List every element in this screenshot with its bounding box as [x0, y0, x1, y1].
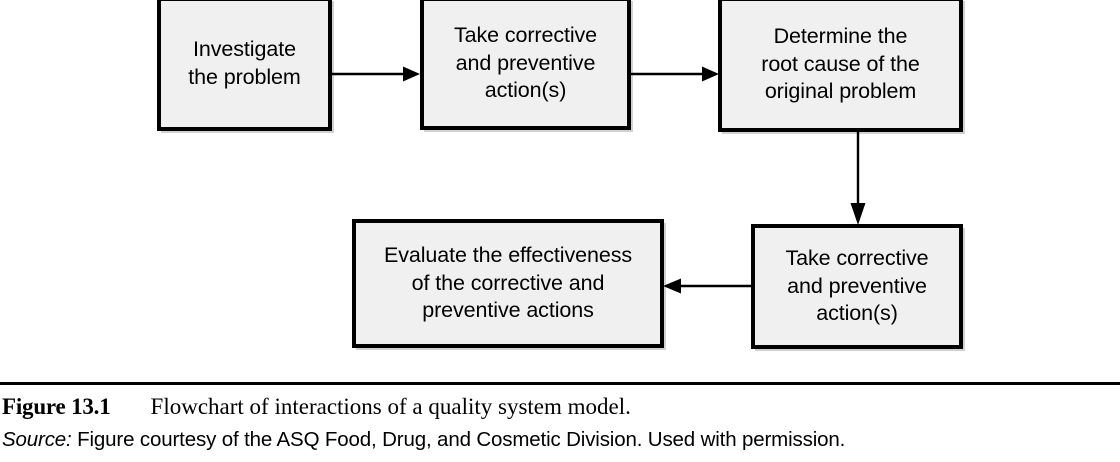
flow-node-investigate: Investigate the problem	[157, 0, 332, 131]
figure-caption: Figure 13.1 Flowchart of interactions of …	[2, 394, 1118, 420]
flow-node-take-corrective-action-2: Take corrective and preventive action(s)	[751, 224, 963, 349]
flow-node-determine-root-cause: Determine the root cause of the original…	[718, 0, 963, 132]
figure-caption-text: Flowchart of interactions of a quality s…	[150, 394, 631, 419]
source-label: Source:	[2, 428, 72, 451]
source-text: Figure courtesy of the ASQ Food, Drug, a…	[71, 428, 846, 451]
figure-number-label: Figure 13.1	[2, 394, 111, 419]
arrow-right-icon-action1-to-rootcause	[630, 62, 722, 86]
arrow-left-icon-action2-to-evaluate	[659, 274, 755, 298]
arrow-right-icon-investigate-to-action1	[331, 62, 423, 86]
flow-node-evaluate-effectiveness: Evaluate the effectiveness of the correc…	[352, 219, 664, 348]
caption-divider-rule	[0, 382, 1120, 385]
flow-node-take-corrective-action-1: Take corrective and preventive action(s)	[420, 0, 631, 130]
arrow-down-icon-rootcause-to-action2	[846, 129, 870, 227]
figure-source-line: Source: Figure courtesy of the ASQ Food,…	[2, 428, 1118, 452]
